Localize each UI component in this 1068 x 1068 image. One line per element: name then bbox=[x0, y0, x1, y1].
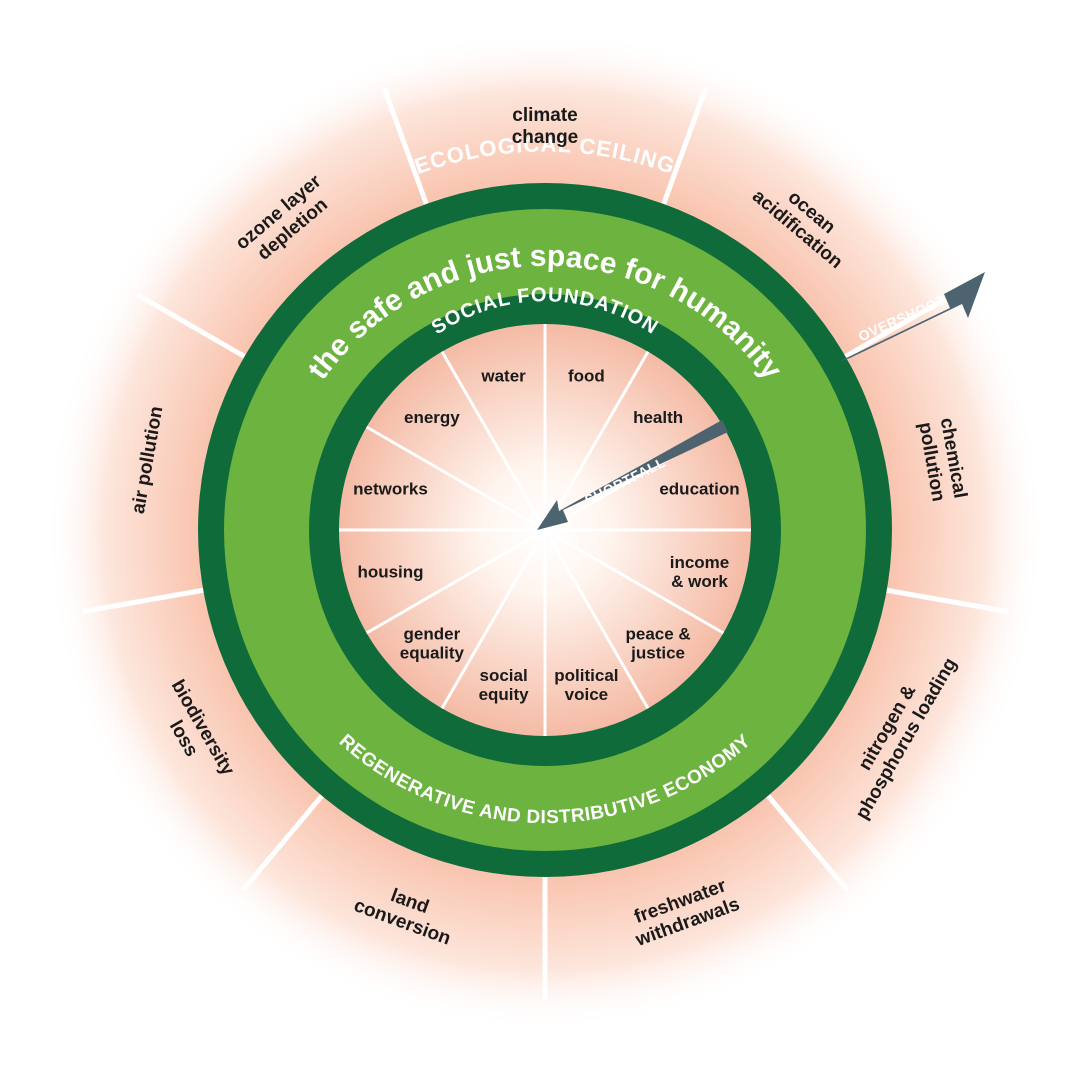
foundation-item-income-and-work: income& work bbox=[670, 553, 730, 591]
foundation-item-line: education bbox=[659, 480, 739, 499]
inner-divider bbox=[365, 425, 546, 532]
foundation-item-line: food bbox=[568, 367, 605, 386]
inner-divider bbox=[365, 528, 546, 635]
foundation-item-peace-and-justice: peace &justice bbox=[625, 625, 690, 663]
inner-divider bbox=[543, 350, 650, 531]
foundation-item-line: gender bbox=[404, 625, 461, 644]
foundation-item-line: water bbox=[480, 367, 526, 386]
foundation-item-housing: housing bbox=[357, 562, 423, 581]
foundation-item-line: social bbox=[479, 666, 527, 685]
social-foundation-labels: food health education income& work peace &ju… bbox=[353, 367, 739, 705]
inner-divider bbox=[440, 529, 547, 710]
outer-divider bbox=[136, 292, 246, 359]
foundation-item-line: networks bbox=[353, 480, 428, 499]
foundation-item-energy: energy bbox=[404, 408, 460, 427]
foundation-item-line: housing bbox=[357, 562, 423, 581]
foundation-item-line: equality bbox=[400, 644, 465, 663]
foundation-item-networks: networks bbox=[353, 480, 428, 499]
overshoot-arrow-icon bbox=[838, 272, 985, 362]
ceiling-item-line: change bbox=[512, 127, 579, 148]
outer-divider bbox=[81, 587, 204, 615]
outer-divider bbox=[886, 587, 1009, 615]
shortfall-arrow-icon bbox=[537, 420, 728, 530]
foundation-item-food: food bbox=[568, 367, 605, 386]
outer-divider bbox=[381, 87, 429, 205]
foundation-item-line: & work bbox=[671, 572, 728, 591]
foundation-item-line: equity bbox=[479, 685, 530, 704]
outer-dividers bbox=[81, 87, 1009, 1000]
inner-divider bbox=[544, 528, 725, 635]
foundation-item-health: health bbox=[633, 408, 683, 427]
foundation-item-line: peace & bbox=[625, 625, 690, 644]
foundation-item-line: income bbox=[670, 553, 730, 572]
inner-divider bbox=[440, 350, 547, 531]
foundation-item-line: justice bbox=[630, 644, 685, 663]
foundation-item-water: water bbox=[480, 367, 526, 386]
foundation-item-line: health bbox=[633, 408, 683, 427]
outer-divider bbox=[766, 794, 850, 892]
inner-divider bbox=[543, 529, 650, 710]
foundation-item-line: voice bbox=[565, 685, 608, 704]
foundation-item-line: energy bbox=[404, 408, 460, 427]
foundation-item-education: education bbox=[659, 480, 739, 499]
outer-divider bbox=[240, 794, 324, 892]
foundation-item-line: political bbox=[554, 666, 618, 685]
outer-divider bbox=[844, 292, 954, 359]
outer-divider bbox=[661, 87, 709, 205]
ceiling-item-line: climate bbox=[512, 105, 577, 126]
